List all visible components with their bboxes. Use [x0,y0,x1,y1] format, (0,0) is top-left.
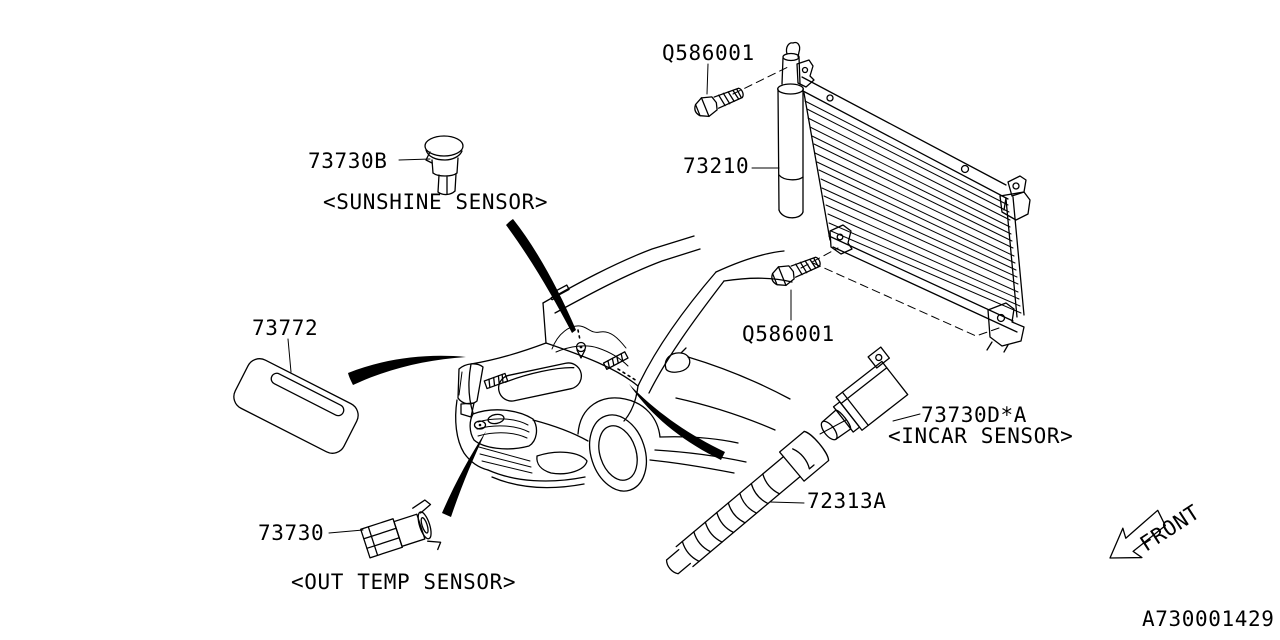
bolt-alignment-dashed-line [800,247,839,269]
leader-line [287,338,292,373]
leader-line [769,501,805,504]
sunshine-sensor-icon [424,135,464,196]
bolt-alignment-dashed-line [812,262,1000,337]
out-temp-sensor-location-mark [473,420,487,430]
arrow-to-windshield [506,219,576,333]
incar-sensor-illustration: 73730D*A <INCAR SENSOR> [819,346,1073,448]
side-mirror [664,347,691,373]
cowl-plate-illustration: 73772 [233,316,359,454]
assembly-line [819,419,847,435]
front-label: FRONT [1136,500,1205,556]
arrow-from-cowl-plate [348,355,466,385]
part-label-bolt-top: Q586001 [662,41,755,65]
part-label-cowl-plate: 73772 [252,316,318,340]
part-label-bolt-mid: Q586001 [742,322,835,346]
aspirator-hose-illustration: 72313A [665,430,886,575]
out-temp-sensor-icon [360,499,442,559]
front-arrow-icon [1109,509,1166,559]
front-indicator: FRONT [1109,500,1205,559]
part-label-aspirator-hose: 72313A [807,489,886,513]
pointer-arrows [348,219,725,517]
part-label-sunshine-sensor: 73730B [308,149,387,173]
drawing-number: A730001429 [1142,607,1274,631]
car-illustration [455,235,793,492]
sunshine-sensor-location-pin [575,329,587,359]
aspirator-hose-icon [665,430,830,575]
leader-line [398,158,431,161]
part-label-out-temp-sensor: 73730 [258,521,324,545]
out-temp-sensor-illustration: 73730 <OUT TEMP SENSOR> [258,499,516,594]
condenser-brackets [829,175,1031,353]
sunshine-sensor-illustration: 73730B <SUNSHINE SENSOR> [308,135,548,214]
cowl-plate-icon [233,358,359,454]
caption-incar-sensor: <INCAR SENSOR> [888,424,1073,448]
part-label-condenser: 73210 [683,154,749,178]
arrow-to-incar-sensor [629,384,725,460]
condenser-assembly-illustration: Q586001 [662,41,1031,353]
part-label-incar-sensor: 73730D*A [921,403,1027,427]
condenser-fins [804,100,1022,314]
hex-bolt-icon [767,251,824,291]
front-wheel [588,414,648,492]
caption-sunshine-sensor: <SUNSHINE SENSOR> [323,190,548,214]
receiver-drier [777,41,815,219]
leader-line [328,529,364,534]
bolt-alignment-dashed-line [732,65,791,95]
incar-sensor-location-mark [602,351,629,370]
hex-bolt-icon [690,82,747,122]
hood-scoop [497,362,583,402]
arrow-to-out-temp-sensor [442,431,486,517]
condenser-core [801,76,1025,333]
caption-out-temp-sensor: <OUT TEMP SENSOR> [291,570,516,594]
plate-location-mark [483,372,509,390]
leader-line [706,63,709,95]
leader-line [892,413,921,422]
